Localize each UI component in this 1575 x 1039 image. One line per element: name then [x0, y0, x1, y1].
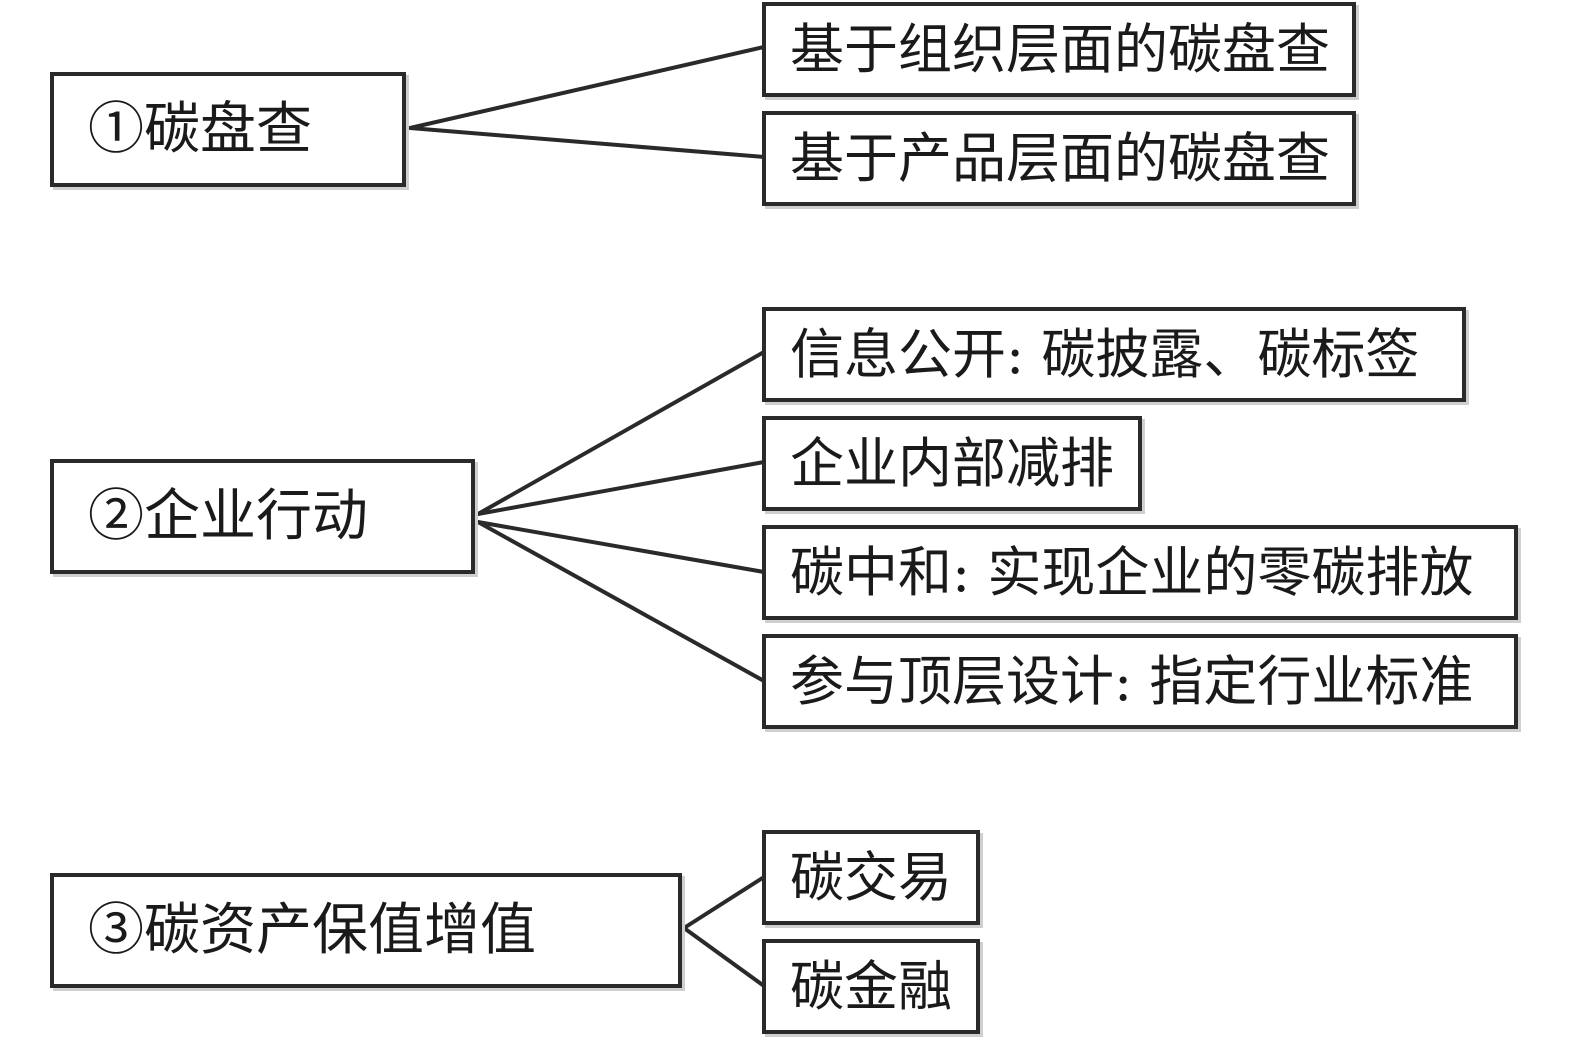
connector-line [682, 875, 766, 930]
child-node-internal-reduction: 企业内部减排 [762, 416, 1142, 511]
connector-line [476, 350, 766, 516]
child-node-label: 碳交易 [790, 845, 952, 909]
child-node-carbon-trading: 碳交易 [762, 830, 980, 925]
connector-line [408, 45, 766, 130]
child-node-label: 企业内部减排 [790, 431, 1114, 495]
connector-line [476, 520, 766, 574]
child-node-label: 碳中和: 实现企业的零碳排放 [790, 540, 1474, 604]
root-node-carbon-asset-value: ③碳资产保值增值 [50, 873, 682, 988]
child-node-label: 碳金融 [790, 954, 952, 1018]
child-node-information-disclosure: 信息公开: 碳披露、碳标签 [762, 307, 1466, 402]
root-node-enterprise-action: ②企业行动 [50, 459, 475, 574]
child-node-carbon-finance: 碳金融 [762, 939, 980, 1034]
root-node-label: ③碳资产保值增值 [88, 897, 536, 963]
child-node-top-level-design: 参与顶层设计: 指定行业标准 [762, 634, 1518, 729]
connector-line [476, 520, 766, 683]
child-node-label: 基于组织层面的碳盘查 [790, 17, 1330, 81]
root-node-label: ①碳盘查 [88, 96, 312, 162]
root-node-carbon-inventory: ①碳盘查 [50, 72, 406, 187]
connector-line [682, 926, 766, 988]
root-node-label: ②企业行动 [88, 483, 368, 549]
connector-line [476, 460, 766, 516]
connector-line [408, 126, 766, 159]
child-node-product-inventory: 基于产品层面的碳盘查 [762, 111, 1356, 206]
child-node-label: 基于产品层面的碳盘查 [790, 126, 1330, 190]
child-node-organization-inventory: 基于组织层面的碳盘查 [762, 2, 1356, 97]
child-node-label: 参与顶层设计: 指定行业标准 [790, 649, 1474, 713]
child-node-carbon-neutrality: 碳中和: 实现企业的零碳排放 [762, 525, 1518, 620]
child-node-label: 信息公开: 碳披露、碳标签 [790, 322, 1420, 386]
